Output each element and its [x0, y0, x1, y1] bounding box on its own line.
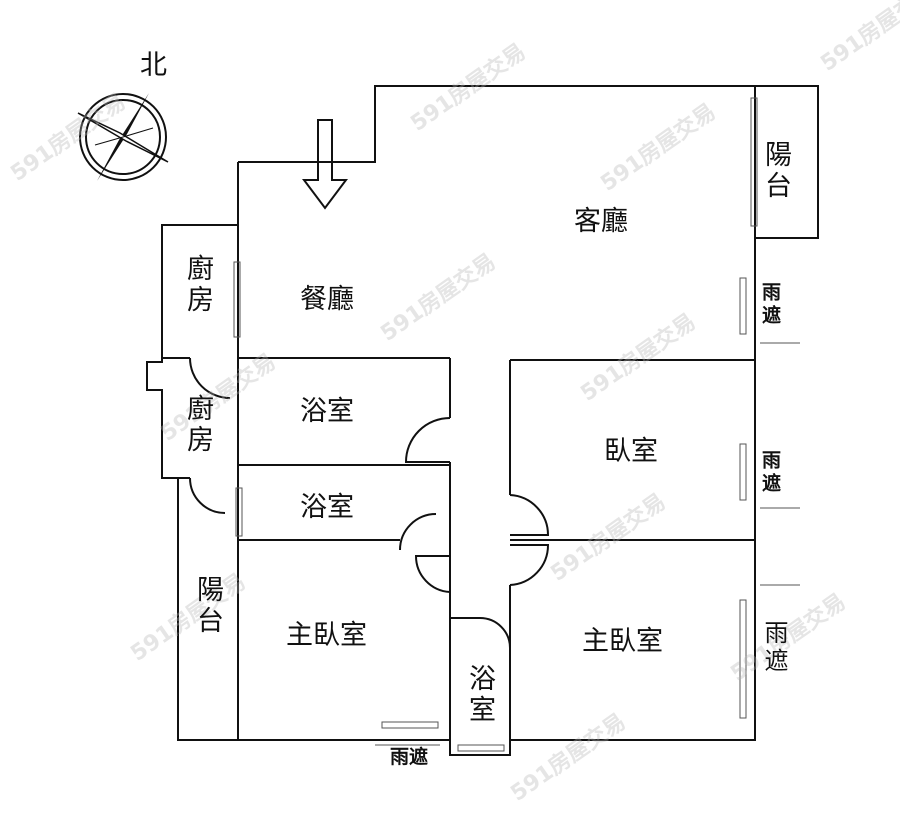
room-master-bed-left: 主臥室: [286, 620, 367, 651]
compass-icon: [77, 93, 169, 181]
room-kitchen-1: 廚房: [182, 254, 213, 316]
awning-bottom: 雨遮: [390, 746, 429, 768]
room-kitchen-2: 廚房: [182, 394, 213, 456]
room-bedroom: 臥室: [604, 436, 658, 467]
room-balcony-right: 陽台: [760, 140, 791, 202]
room-balcony-left: 陽台: [192, 575, 223, 637]
walls: [146, 85, 819, 756]
room-dining: 餐廳: [300, 284, 354, 315]
awning-1: 雨遮: [759, 282, 781, 328]
room-bath-3: 浴室: [464, 664, 495, 726]
room-bath-2: 浴室: [300, 492, 354, 523]
north-label: 北: [140, 50, 167, 81]
room-bath-1: 浴室: [300, 396, 354, 427]
awning-2: 雨遮: [759, 450, 781, 496]
room-living: 客廳: [574, 206, 628, 237]
entrance-arrow-icon: [302, 119, 348, 210]
room-master-bed-right: 主臥室: [582, 626, 663, 657]
awning-3: 雨遮: [760, 620, 788, 676]
